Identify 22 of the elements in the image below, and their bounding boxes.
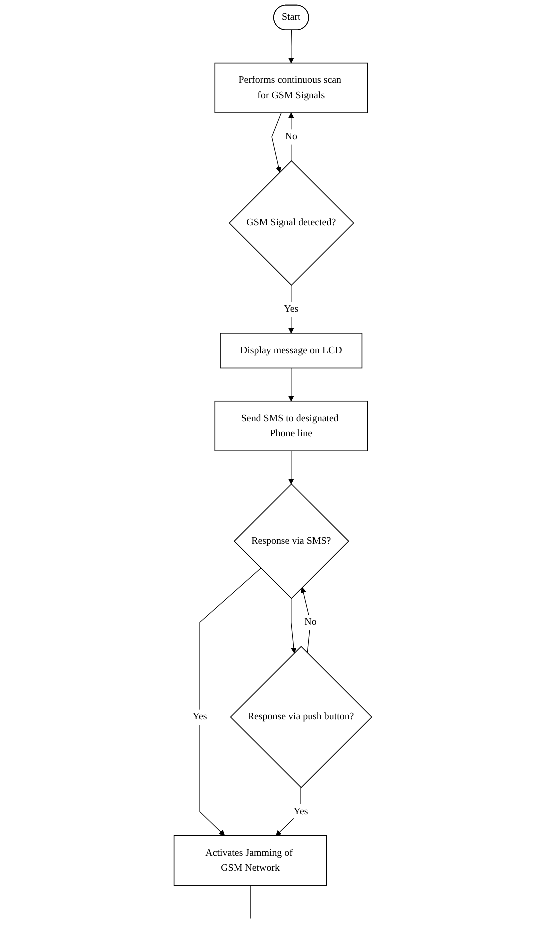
edge-label: Yes: [284, 304, 299, 315]
node-diamond: Response via push button?: [230, 646, 373, 788]
node-box: Performs continuous scan for GSM Signals: [215, 62, 368, 114]
node-diamond: Response via SMS?: [234, 484, 350, 600]
arrow: [291, 598, 298, 654]
arrow: [288, 112, 295, 162]
node-box: Activates Jamming of GSM Network: [174, 835, 328, 886]
edge-label: Yes: [294, 806, 309, 817]
edge-label: No: [286, 132, 298, 142]
arrow: [301, 587, 312, 654]
node-diamond: GSM Signal detected?: [229, 160, 355, 286]
connector: [250, 885, 252, 920]
arrow: [276, 787, 302, 836]
edge-label: Yes: [193, 712, 208, 722]
arrow: [288, 368, 295, 402]
arrow: [288, 450, 295, 485]
node-box: Send SMS to designated Phone line: [215, 400, 368, 452]
arrow: [200, 568, 262, 836]
arrow: [272, 112, 282, 173]
node-box: Display message on LCD: [220, 333, 363, 369]
edge-label: No: [305, 617, 318, 628]
arrow: [288, 30, 295, 64]
